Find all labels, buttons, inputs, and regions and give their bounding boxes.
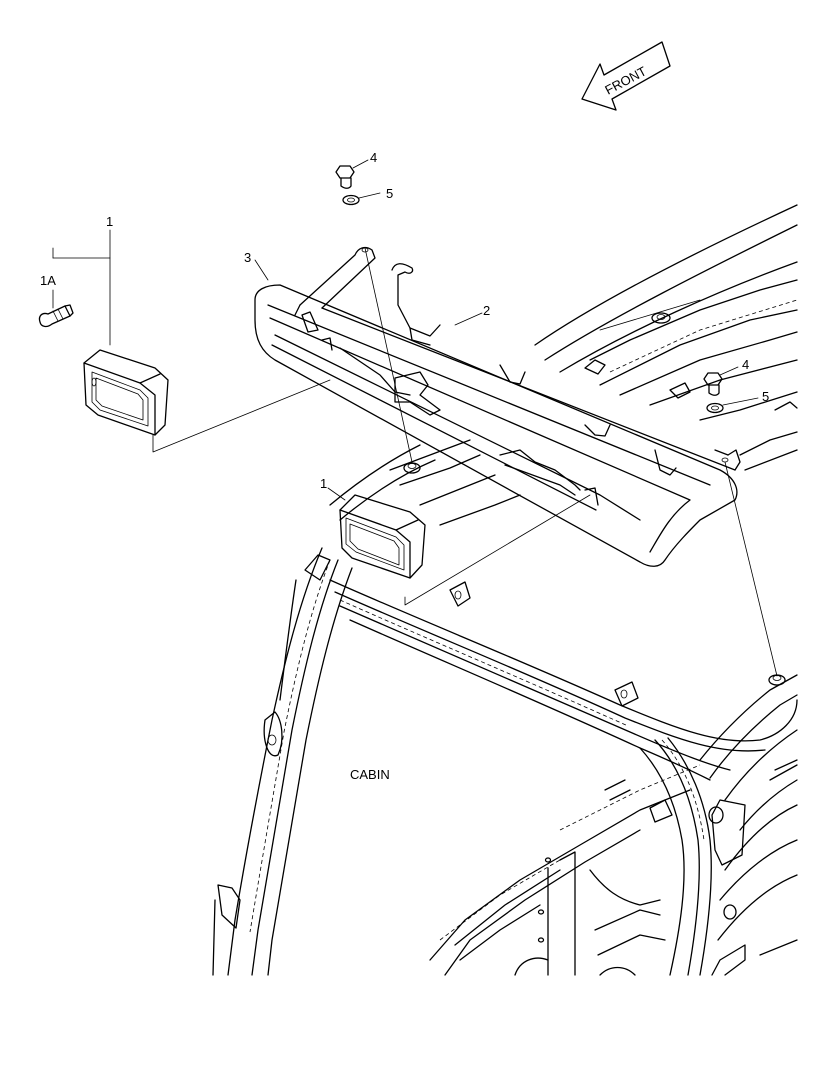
callout-bulb: 1A: [40, 273, 56, 288]
mounting-bracket: [294, 246, 741, 476]
cab-roof: [534, 204, 798, 471]
cab-frame: [212, 439, 798, 976]
callout-lamp-lower: 1: [320, 476, 327, 491]
callout-housing: 3: [244, 250, 251, 265]
cabin-label: CABIN: [350, 767, 390, 782]
callout-lamp-upper: 1: [106, 214, 113, 229]
bolt-left: [335, 165, 355, 189]
callout-washer-right: 5: [762, 389, 769, 404]
work-lamp-lower: [339, 494, 426, 579]
assembly-lines: [52, 159, 778, 677]
callout-bracket: 2: [483, 303, 490, 318]
work-lamp-upper: [83, 349, 169, 436]
callout-bolt-right: 4: [742, 357, 749, 372]
lamp-bulb: [38, 304, 74, 328]
front-arrow: FRONT: [581, 41, 671, 111]
front-label: FRONT: [602, 63, 649, 97]
washer-right: [706, 402, 724, 414]
callout-washer-left: 5: [386, 186, 393, 201]
light-housing: [254, 284, 738, 567]
callout-bolt-left: 4: [370, 150, 377, 165]
washer-left: [342, 194, 360, 206]
bolt-right: [703, 372, 723, 396]
